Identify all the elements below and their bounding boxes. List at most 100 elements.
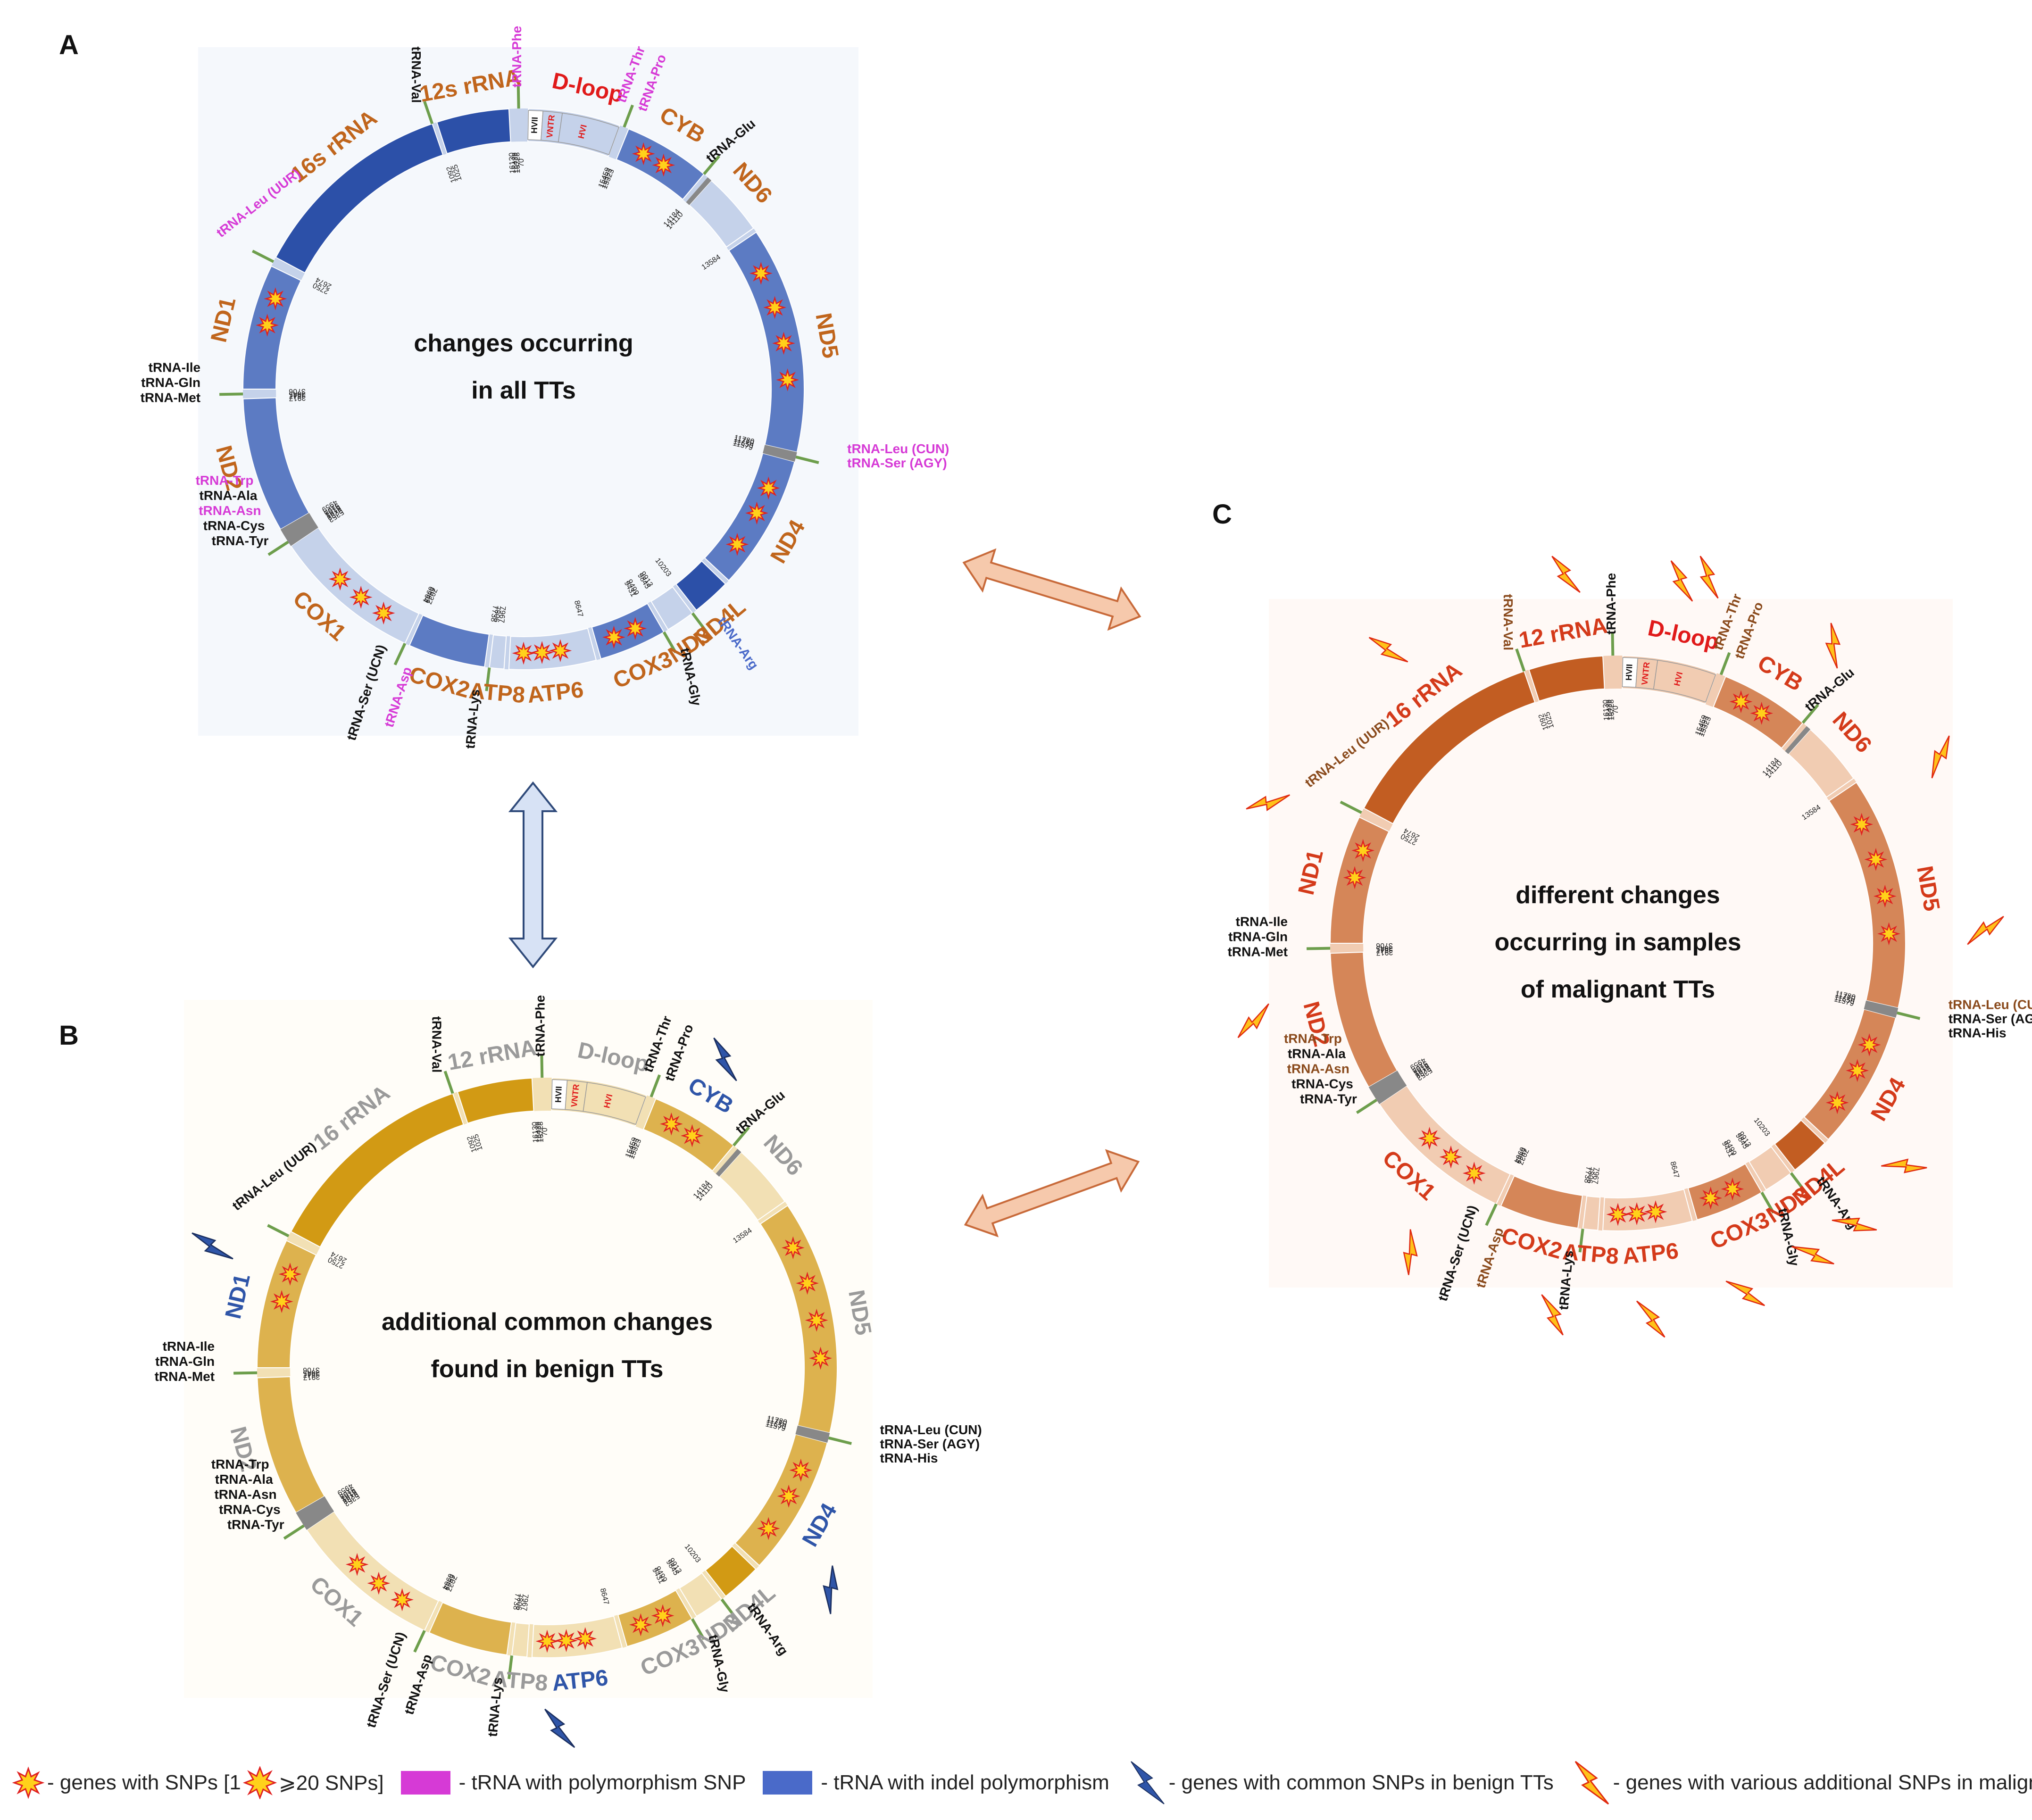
- trna-marker: [1760, 1191, 1775, 1214]
- trna-marker: [691, 612, 708, 633]
- lightning-yellow-icon: [1574, 1761, 1609, 1805]
- gene-segment: [675, 560, 726, 611]
- snp-starburst-icon: [781, 1236, 805, 1260]
- snp-starburst-icon: [574, 1627, 597, 1650]
- panel-a-letter: A: [59, 30, 79, 60]
- position-number: 3847: [1376, 946, 1393, 954]
- snp-starburst-icon: [602, 625, 625, 649]
- trna-label: tRNA-Trp: [196, 473, 254, 488]
- panel-b-background: [184, 1000, 873, 1698]
- legend-snp: - genes with SNPs [1 ⩾20 SNPs]: [9, 1766, 384, 1799]
- snp-starburst-icon: [555, 1629, 578, 1653]
- position-number: 70: [517, 158, 525, 167]
- snp-starburst-icon: [1721, 1177, 1744, 1201]
- gene-label: ATP6: [526, 677, 585, 708]
- snp-starburst-icon: [391, 1588, 414, 1612]
- snp-starburst-icon: [805, 1308, 828, 1332]
- position-number: 16130: [1602, 699, 1611, 721]
- snp-starburst-icon: [256, 314, 279, 337]
- gene-segment: [1687, 1163, 1763, 1221]
- trna-label: tRNA-Trp: [1284, 1031, 1342, 1046]
- snp-starburst-icon: [1351, 839, 1375, 862]
- dloop-subregion: [583, 1082, 646, 1125]
- trna-label: tRNA-Ser (AGY): [880, 1437, 980, 1451]
- snp-starburst-icon: [1343, 866, 1366, 889]
- gene-segment: [1500, 1175, 1583, 1229]
- position-number: 16728: [513, 152, 522, 174]
- snp-starburst-icon: [777, 1484, 800, 1508]
- trna-marker: [1485, 1203, 1498, 1226]
- gene-label: ATP8: [1562, 1239, 1620, 1269]
- blue-swatch: [763, 1771, 813, 1795]
- snp-starburst-icon: [1462, 1162, 1486, 1185]
- trna-label: tRNA-Ile: [149, 360, 200, 374]
- legend-trna-indel: - tRNA with indel polymorphism: [763, 1771, 1109, 1795]
- trna-marker: [828, 1436, 852, 1445]
- legend: - genes with SNPs [1 ⩾20 SNPs] - tRNA wi…: [9, 1759, 2032, 1806]
- trna-marker: [443, 1071, 454, 1094]
- trna-marker: [795, 456, 819, 464]
- position-number: 7967: [1591, 1167, 1600, 1184]
- legend-snp-text-b: ⩾20 SNPs]: [278, 1771, 384, 1795]
- trna-label: tRNA-Ala: [200, 488, 258, 503]
- trna-marker: [507, 1655, 514, 1679]
- dloop-part-label: HVII: [553, 1086, 564, 1103]
- position-number: 3845: [289, 390, 306, 398]
- trna-label: tRNA-Ile: [163, 1339, 215, 1354]
- trna-cluster-block: [280, 513, 318, 546]
- panel-a-center-line2: in all TTs: [471, 377, 576, 404]
- trna-marker: [691, 1618, 706, 1640]
- gene-segment: [688, 180, 754, 248]
- trna-label: tRNA-Ser (AGY): [1949, 1012, 2032, 1026]
- snp-starburst-icon: [1850, 813, 1874, 836]
- trna-label: tRNA-Val: [409, 47, 424, 103]
- panel-c-center-line1: different changes: [1516, 881, 1720, 909]
- trna-label: tRNA-Gln: [1228, 930, 1288, 944]
- trna-marker: [1356, 1098, 1378, 1114]
- legend-benign: - genes with common SNPs in benign TTs: [1126, 1759, 1554, 1806]
- trna-marker: [703, 155, 720, 175]
- lightning-yellow-icon: [1832, 1217, 1877, 1231]
- position-number: 3706: [303, 1366, 320, 1374]
- trna-label: tRNA-Cys: [1291, 1076, 1353, 1091]
- position-number: 16728: [1607, 699, 1616, 721]
- gene-segment: [679, 1572, 723, 1617]
- panel-c-center-line2: occurring in samples: [1494, 929, 1741, 956]
- panel-c-center-line3: of malignant TTs: [1521, 976, 1715, 1003]
- arrow-a-to-c: [962, 548, 1141, 631]
- gene-segment: [408, 615, 490, 668]
- position-number: 70: [1612, 706, 1620, 714]
- trna-label: tRNA-Phe: [1604, 573, 1618, 635]
- arrow-b-to-c: [964, 1149, 1140, 1238]
- lightning-blue-icon: [192, 1232, 233, 1260]
- trna-marker: [1611, 632, 1615, 656]
- snp-starburst-icon: [651, 1604, 675, 1628]
- position-number: 16728: [537, 1122, 545, 1143]
- trna-marker: [1790, 1172, 1807, 1193]
- trna-marker: [1515, 648, 1526, 672]
- snp-starburst-icon: [1873, 884, 1897, 908]
- snp-starburst-icon: [632, 142, 655, 166]
- lightning-blue-icon: [823, 1565, 839, 1614]
- trna-marker: [283, 1524, 305, 1540]
- lightning-yellow-icon: [1541, 1294, 1564, 1336]
- trna-marker: [485, 667, 491, 691]
- position-number: 16130: [531, 1122, 540, 1143]
- gene-segment: [489, 634, 507, 670]
- lightning-yellow-icon: [1881, 1158, 1927, 1173]
- snp-starburst-icon: [530, 641, 554, 664]
- trna-marker: [720, 1598, 737, 1619]
- gene-segment: [650, 586, 693, 631]
- gene-segment: [531, 1615, 623, 1658]
- trna-label: tRNA-His: [880, 1451, 938, 1465]
- trna-label: tRNA-Asn: [199, 503, 261, 518]
- lightning-yellow-icon: [1825, 623, 1841, 669]
- trna-label: tRNA-Gln: [155, 1354, 215, 1369]
- trna-marker: [1719, 652, 1731, 675]
- trna-marker: [1307, 947, 1331, 950]
- snp-starburst-icon: [745, 501, 768, 525]
- position-number: 3845: [1376, 944, 1393, 953]
- lightning-blue-icon: [1130, 1761, 1165, 1804]
- position-number: 7806: [1585, 1166, 1595, 1184]
